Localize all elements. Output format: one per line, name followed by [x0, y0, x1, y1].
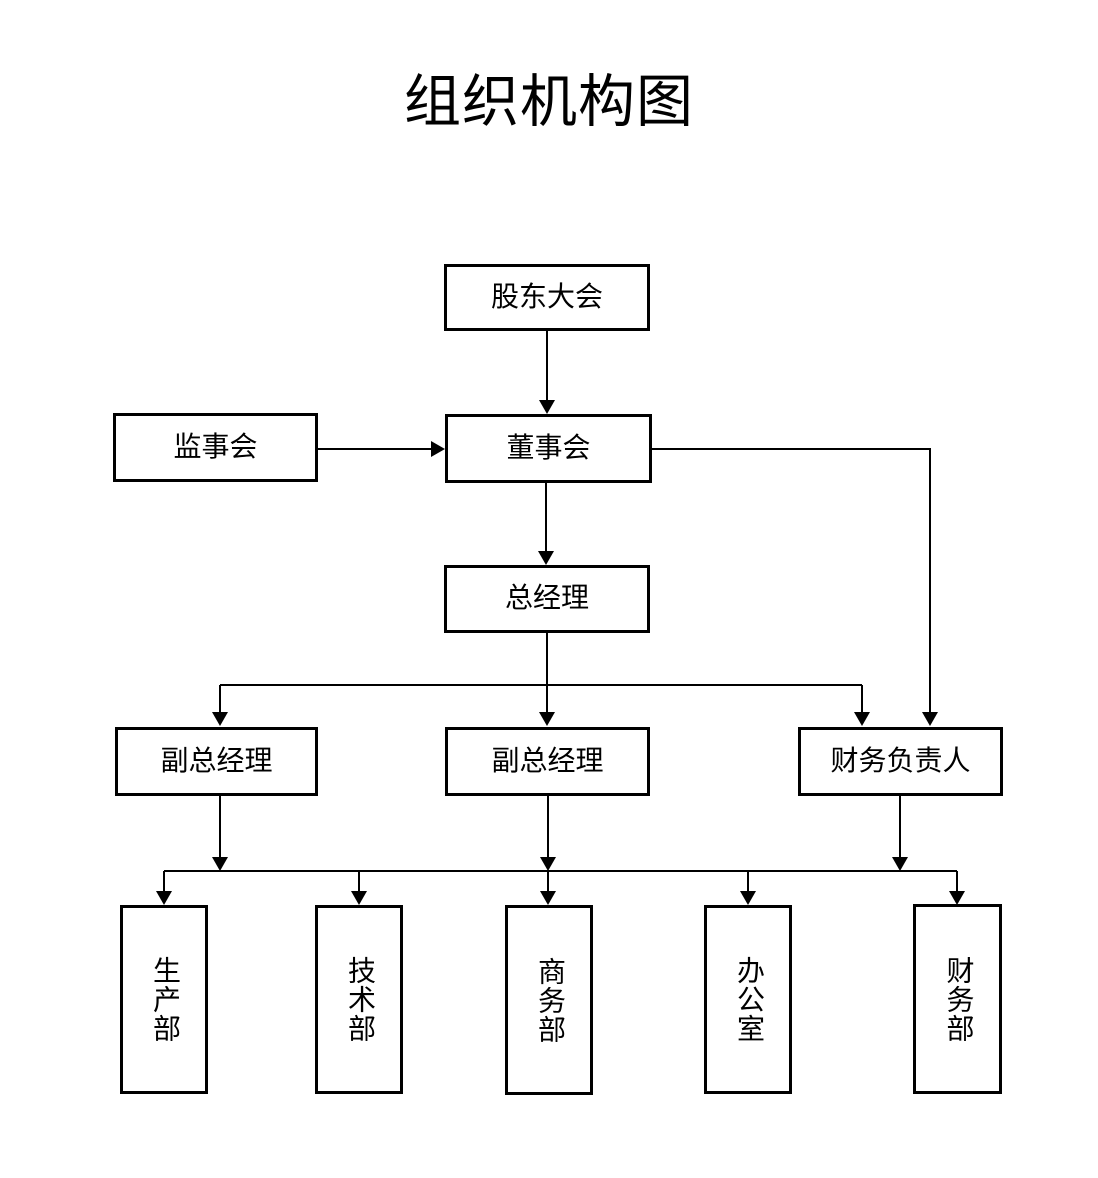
- node-supervisory-board-label: 监事会: [173, 431, 258, 463]
- edge-bus-to-finance-dept: [949, 871, 965, 905]
- edge-bus-to-technology: [351, 871, 367, 905]
- node-general-manager: 总经理: [444, 565, 650, 633]
- node-supervisory-board: 监事会: [113, 413, 318, 482]
- node-technology-dept-label: 技术部: [344, 956, 375, 1043]
- node-finance-dept: 财务部: [913, 904, 1002, 1094]
- node-shareholders-meeting: 股东大会: [444, 264, 650, 331]
- edge-deputy-mid-to-bus: [540, 796, 556, 871]
- node-business-dept: 商务部: [505, 905, 593, 1095]
- node-technology-dept: 技术部: [315, 905, 403, 1094]
- node-finance-dept-label: 财务部: [942, 955, 974, 1043]
- node-board-of-directors: 董事会: [445, 414, 652, 483]
- page-title: 组织机构图: [404, 71, 694, 134]
- node-deputy-gm-left-label: 副总经理: [160, 745, 273, 777]
- node-business-dept-label: 商务部: [534, 956, 565, 1044]
- node-office-label: 办公室: [733, 956, 764, 1043]
- edge-gm-to-children: [212, 633, 870, 726]
- node-production-dept: 生产部: [120, 905, 208, 1094]
- edge-board-to-finance-head: [652, 448, 938, 726]
- edge-finance-head-to-bus: [892, 796, 908, 871]
- node-deputy-gm-mid-label: 副总经理: [491, 745, 604, 777]
- edge-bus-to-office: [740, 871, 756, 905]
- node-finance-head: 财务负责人: [798, 727, 1003, 796]
- edge-deputy-left-to-bus: [212, 796, 228, 871]
- node-deputy-gm-left: 副总经理: [115, 727, 318, 796]
- node-general-manager-label: 总经理: [504, 583, 589, 614]
- edge-board-to-gm: [538, 483, 554, 565]
- edge-shareholders-to-board: [539, 331, 555, 414]
- edge-bus-to-production: [156, 871, 172, 905]
- node-office: 办公室: [704, 905, 792, 1094]
- node-finance-head-label: 财务负责人: [830, 745, 971, 777]
- edge-bus-to-business: [540, 871, 556, 905]
- node-deputy-gm-mid: 副总经理: [445, 727, 650, 796]
- node-shareholders-meeting-label: 股东大会: [490, 281, 603, 313]
- node-board-of-directors-label: 董事会: [506, 432, 591, 464]
- edge-supervisory-to-board: [318, 441, 445, 457]
- node-production-dept-label: 生产部: [149, 956, 180, 1043]
